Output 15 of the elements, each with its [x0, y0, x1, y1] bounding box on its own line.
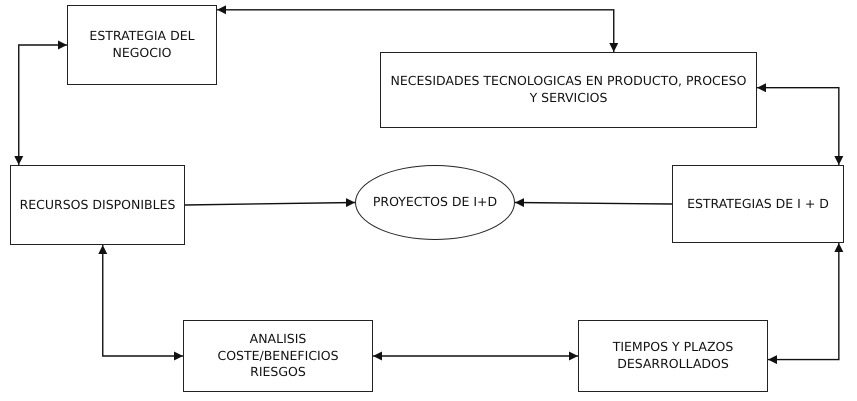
arrow [98, 245, 183, 360]
needs-box: NECESIDADES TECNOLOGICAS EN PRODUCTO, PROCESO Y SERVICIOS [380, 52, 757, 128]
arrow [185, 198, 355, 208]
arrow [373, 352, 578, 360]
arrow [768, 243, 844, 364]
analysis-box: ANALISIS COSTE/BENEFICIOS RIESGOS [183, 320, 373, 392]
arrow [14, 40, 67, 165]
arrow [757, 83, 844, 165]
strategy-box: ESTRATEGIA DEL NEGOCIO [67, 5, 217, 85]
arrow [217, 5, 618, 52]
resources-box: RECURSOS DISPONIBLES [10, 165, 185, 245]
time-box: TIEMPOS Y PLAZOS DESARROLLADOS [578, 320, 768, 392]
project-ellipse: PROYECTOS DE I+D [355, 165, 515, 240]
arrow [515, 198, 672, 208]
strategy-box: ESTRATEGIAS DE I + D [672, 165, 844, 243]
